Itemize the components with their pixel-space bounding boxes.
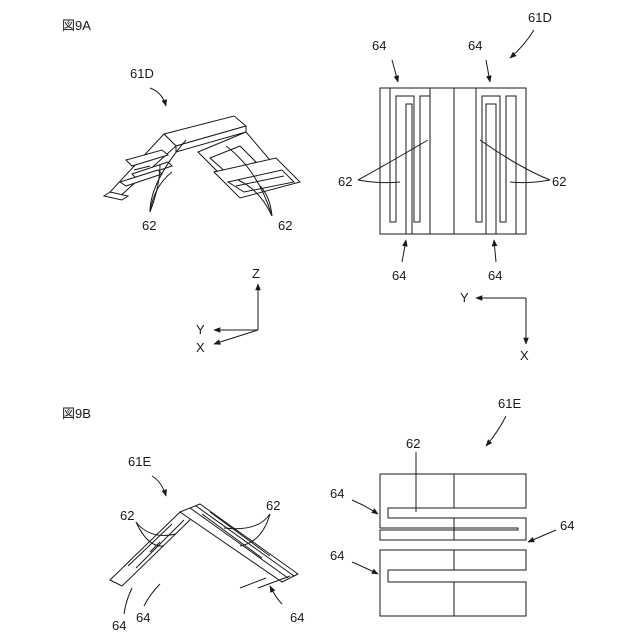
ref-64-left-top-arrow bbox=[352, 500, 378, 514]
ref-64-top-left-arrow bbox=[392, 60, 398, 82]
ref-64-bottom-right-arrow bbox=[494, 240, 496, 262]
ref-64-c-leader bbox=[270, 586, 282, 604]
part-label-61d-plan: 61D bbox=[528, 10, 552, 25]
ref-62-left-persp: 62 bbox=[142, 218, 156, 233]
left-slope-plate bbox=[110, 512, 192, 586]
ref-62-left-plan: 62 bbox=[338, 174, 352, 189]
part-label-61d-perspective: 61D bbox=[130, 66, 154, 81]
part-label-61e-plan-leader bbox=[486, 416, 506, 446]
axis-x-label: X bbox=[196, 340, 205, 355]
figure-9a-axes-3d: Z Y X bbox=[196, 266, 260, 355]
axis-2d-x-label: X bbox=[520, 348, 529, 363]
ref-64-a-9b: 64 bbox=[112, 618, 126, 633]
ref-64-bottom-left: 64 bbox=[392, 268, 406, 283]
axis-x-arrow bbox=[214, 330, 258, 344]
ref-62-right-9b: 62 bbox=[266, 498, 280, 513]
meander-frame bbox=[380, 88, 526, 234]
plan-9b-lower-conductor bbox=[380, 550, 526, 616]
left-slope-meander bbox=[104, 134, 176, 200]
part-label-61d-plan-leader bbox=[510, 30, 534, 58]
figure-9a-perspective-view: 61D 62 62 bbox=[104, 66, 300, 233]
ref-64-b-leader bbox=[144, 584, 160, 606]
axis-2d-y-label: Y bbox=[460, 290, 469, 305]
figure-9b-perspective-view: 61E 62 62 64 64 64 bbox=[110, 454, 304, 633]
ref-64-bottom-left-arrow bbox=[402, 240, 406, 262]
figure-9a-axes-2d: Y X bbox=[460, 290, 529, 363]
ref-64-top-right: 64 bbox=[468, 38, 482, 53]
right-slope-meander bbox=[198, 132, 300, 198]
figure-9b-title: 図9B bbox=[62, 406, 91, 421]
ref-64-bottom-right: 64 bbox=[488, 268, 502, 283]
ref-62-right-persp: 62 bbox=[278, 218, 292, 233]
part-label-61e-perspective-leader bbox=[152, 476, 166, 496]
figure-9b-plan-view: 61E 62 64 64 64 bbox=[330, 396, 574, 616]
figure-9a-plan-view: 61D 64 64 62 62 64 64 bbox=[338, 10, 566, 283]
figure-9a-title: 図9A bbox=[62, 18, 91, 33]
ref-64-left-bottom-9b: 64 bbox=[330, 548, 344, 563]
ref-62-9b-plan: 62 bbox=[406, 436, 420, 451]
ref-64-right-9b: 64 bbox=[560, 518, 574, 533]
plan-9b-upper-conductor bbox=[380, 474, 526, 540]
ref-64-left-top-9b: 64 bbox=[330, 486, 344, 501]
axis-z-label: Z bbox=[252, 266, 260, 281]
ref-64-right-arrow bbox=[528, 530, 556, 542]
ref-64-left-bottom-arrow bbox=[352, 562, 378, 574]
part-label-61d-perspective-leader bbox=[150, 88, 166, 106]
part-label-61e-plan: 61E bbox=[498, 396, 521, 411]
ref-64-c-9b: 64 bbox=[290, 610, 304, 625]
ref-64-top-right-arrow bbox=[486, 60, 490, 82]
axis-y-label: Y bbox=[196, 322, 205, 337]
ref-64-a-leader bbox=[124, 588, 132, 614]
ref-64-top-left: 64 bbox=[372, 38, 386, 53]
ref-62-right-plan: 62 bbox=[552, 174, 566, 189]
ref-64-b-9b: 64 bbox=[136, 610, 150, 625]
ref-62-left-9b: 62 bbox=[120, 508, 134, 523]
part-label-61e-perspective: 61E bbox=[128, 454, 151, 469]
